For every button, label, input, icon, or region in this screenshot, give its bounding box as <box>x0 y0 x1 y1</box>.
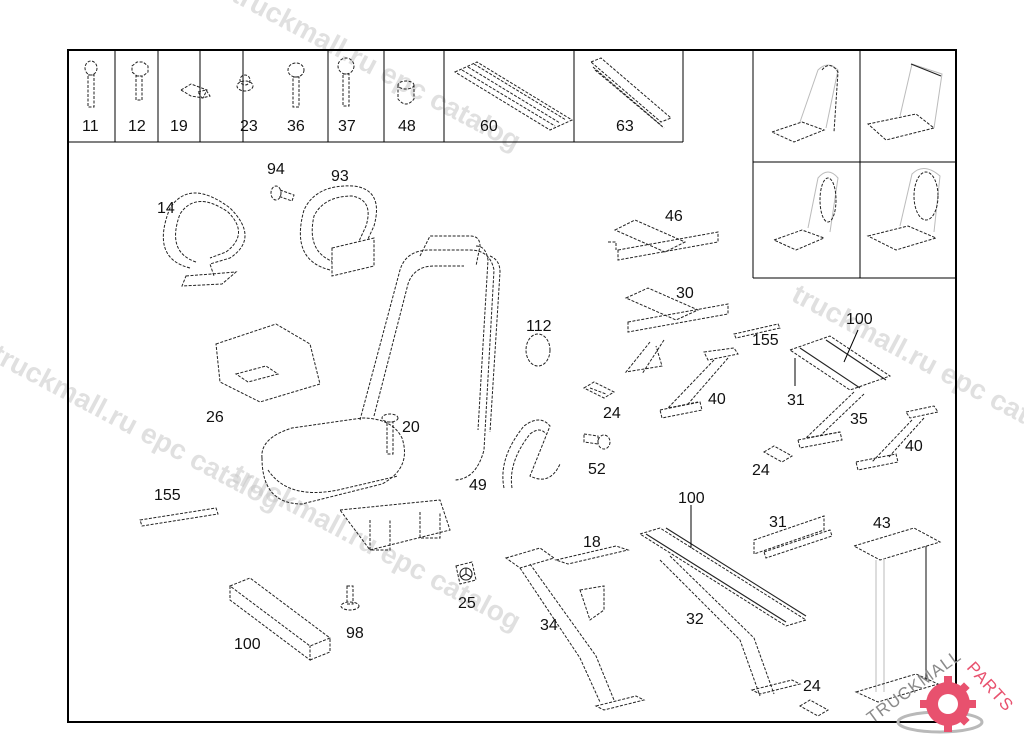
pedestal-34[interactable] <box>504 547 646 711</box>
pad-24[interactable] <box>799 699 829 717</box>
callout-26[interactable]: 26 <box>206 409 224 426</box>
part-label[interactable]: 23 <box>240 118 258 135</box>
callout-94[interactable]: 94 <box>267 161 285 178</box>
seat-variant-4[interactable] <box>866 168 941 251</box>
brand-logo: TRUCKMALL PARTS <box>863 646 1017 734</box>
handle-14[interactable] <box>162 192 246 287</box>
callout-52[interactable]: 52 <box>588 461 606 478</box>
callout-46[interactable]: 46 <box>665 208 683 225</box>
callout-43[interactable]: 43 <box>873 515 891 532</box>
bolt-98[interactable] <box>340 585 360 611</box>
callout-25[interactable]: 25 <box>458 595 476 612</box>
callout-24[interactable]: 24 <box>803 678 821 695</box>
callout-20[interactable]: 20 <box>402 419 420 436</box>
pad-24[interactable] <box>763 445 793 463</box>
cap-112[interactable] <box>525 333 551 367</box>
callout-100[interactable]: 100 <box>678 490 705 507</box>
emblem-25[interactable] <box>455 561 477 585</box>
seat-variants-grid <box>752 50 956 279</box>
slide-46[interactable] <box>608 219 719 261</box>
rail-profile-icon[interactable] <box>453 61 574 131</box>
callout-49[interactable]: 49 <box>469 477 487 494</box>
callout-100[interactable]: 100 <box>234 636 261 653</box>
hex-bolt-icon[interactable] <box>131 61 149 101</box>
bolt-icon[interactable] <box>84 60 98 108</box>
callout-31[interactable]: 31 <box>769 514 787 531</box>
screw-icon[interactable] <box>287 62 305 108</box>
bolt-52[interactable] <box>583 433 611 450</box>
callout-30[interactable]: 30 <box>676 285 694 302</box>
callout-32[interactable]: 32 <box>686 611 704 628</box>
frame-100[interactable] <box>638 505 808 697</box>
part-label[interactable]: 12 <box>128 118 146 135</box>
callout-112[interactable]: 112 <box>526 318 552 335</box>
header-parts-strip: 11 12 19 23 36 37 <box>68 50 684 143</box>
callout-93[interactable]: 93 <box>331 168 349 185</box>
screw-20[interactable] <box>381 413 399 455</box>
part-label[interactable]: 60 <box>480 118 498 135</box>
bracket-31[interactable] <box>753 515 833 559</box>
cap-icon[interactable] <box>397 80 415 105</box>
handle-93[interactable] <box>299 185 377 277</box>
callout-35[interactable]: 35 <box>850 411 868 428</box>
seat-variant-1[interactable] <box>770 64 839 143</box>
plate-18[interactable] <box>554 545 630 565</box>
part-label[interactable]: 11 <box>82 118 99 135</box>
callout-100[interactable]: 100 <box>846 311 873 328</box>
seat-variant-3[interactable] <box>772 171 839 251</box>
pedestal-43[interactable] <box>852 527 942 703</box>
part-label[interactable]: 63 <box>616 118 634 135</box>
pad-24[interactable] <box>582 381 616 399</box>
callout-14[interactable]: 14 <box>157 200 175 217</box>
strap-155[interactable] <box>733 323 781 339</box>
callout-155[interactable]: 155 <box>752 332 779 349</box>
leg-35[interactable] <box>797 391 865 449</box>
bolt-94[interactable] <box>270 185 295 202</box>
handle-49[interactable] <box>502 419 561 489</box>
callout-98[interactable]: 98 <box>346 625 364 642</box>
screw-icon[interactable] <box>337 57 355 107</box>
callout-24[interactable]: 24 <box>603 405 621 422</box>
slide-30[interactable] <box>624 287 729 375</box>
callout-18[interactable]: 18 <box>583 534 601 551</box>
seat-assembly[interactable] <box>261 235 501 551</box>
rail-100[interactable] <box>228 577 332 661</box>
callout-40[interactable]: 40 <box>905 438 923 455</box>
cover-26[interactable] <box>215 323 321 403</box>
callout-40[interactable]: 40 <box>708 391 726 408</box>
diagram-frame <box>67 49 957 723</box>
leg-40[interactable] <box>659 347 739 419</box>
part-label[interactable]: 36 <box>287 118 305 135</box>
callout-24[interactable]: 24 <box>752 462 770 479</box>
callout-155[interactable]: 155 <box>154 487 181 504</box>
callout-31[interactable]: 31 <box>787 392 805 409</box>
nut-icon[interactable] <box>236 74 254 92</box>
seat-variant-2[interactable] <box>866 63 943 141</box>
part-label[interactable]: 19 <box>170 118 188 135</box>
part-label[interactable]: 37 <box>338 118 356 135</box>
frame-100[interactable] <box>788 329 892 391</box>
clip-icon[interactable] <box>180 83 211 99</box>
gear-icon <box>920 676 976 732</box>
part-label[interactable]: 48 <box>398 118 416 135</box>
strap-155[interactable] <box>139 507 219 527</box>
rail-profile-icon[interactable] <box>590 57 672 129</box>
callout-34[interactable]: 34 <box>540 617 558 634</box>
watermark: truckmall.ru epc catalog <box>787 278 1024 457</box>
leg-40[interactable] <box>855 405 939 471</box>
